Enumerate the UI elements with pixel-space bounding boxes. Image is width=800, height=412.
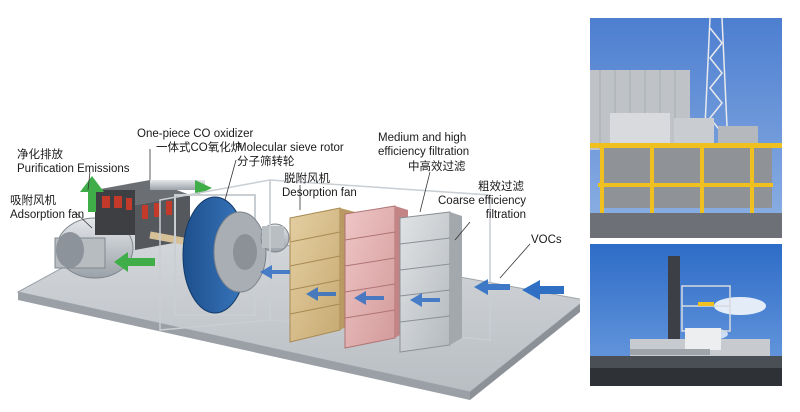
vocs-label: VOCs xyxy=(531,234,562,246)
medium-high-label-en-1: Medium and high xyxy=(378,132,467,144)
medium-high-label-en-2: efficiency filtration xyxy=(378,146,470,158)
site-photo-plant xyxy=(590,244,782,386)
adsorption-fan-label-cn: 吸附风机 xyxy=(10,195,56,207)
desorption-fan xyxy=(260,223,290,253)
molecular-sieve-rotor xyxy=(174,194,267,316)
coarse-filter-label-en-1: Coarse efficiency xyxy=(438,195,526,207)
desorption-fan-label-cn: 脱附风机 xyxy=(284,173,330,185)
site-photo-rooftop xyxy=(590,18,782,238)
filter-stack-pink xyxy=(344,205,408,349)
voc-flow-arrows xyxy=(260,265,564,307)
adsorption-fan-label-en: Adsorption fan xyxy=(10,209,85,221)
purification-label-cn: 净化排放 xyxy=(17,149,63,161)
equipment-illustration xyxy=(16,149,587,400)
sieve-rotor-label-en: Molecular sieve rotor xyxy=(237,142,344,154)
desorption-fan-label-en: Desorption fan xyxy=(282,187,357,199)
co-oxidizer-label-cn: 一体式CO氧化炉 xyxy=(156,142,243,154)
equipment-diagram: One-piece CO oxidizer 一体式CO氧化炉 Molecular… xyxy=(10,128,587,400)
purification-label-en: Purification Emissions xyxy=(17,163,130,175)
purification-exhaust-arrow xyxy=(80,176,212,212)
clean-air-arrow xyxy=(114,252,155,272)
co-oxidizer-label-en: One-piece CO oxidizer xyxy=(137,128,254,140)
co-oxidizer xyxy=(95,180,205,250)
medium-high-label-cn: 中高效过滤 xyxy=(408,161,466,173)
coarse-filter-label-cn: 粗效过滤 xyxy=(478,181,524,193)
filter-stack-grey xyxy=(399,211,462,353)
sieve-rotor-label-cn: 分子筛转轮 xyxy=(237,156,295,168)
coarse-filter-label-en-2: filtration xyxy=(485,209,526,221)
